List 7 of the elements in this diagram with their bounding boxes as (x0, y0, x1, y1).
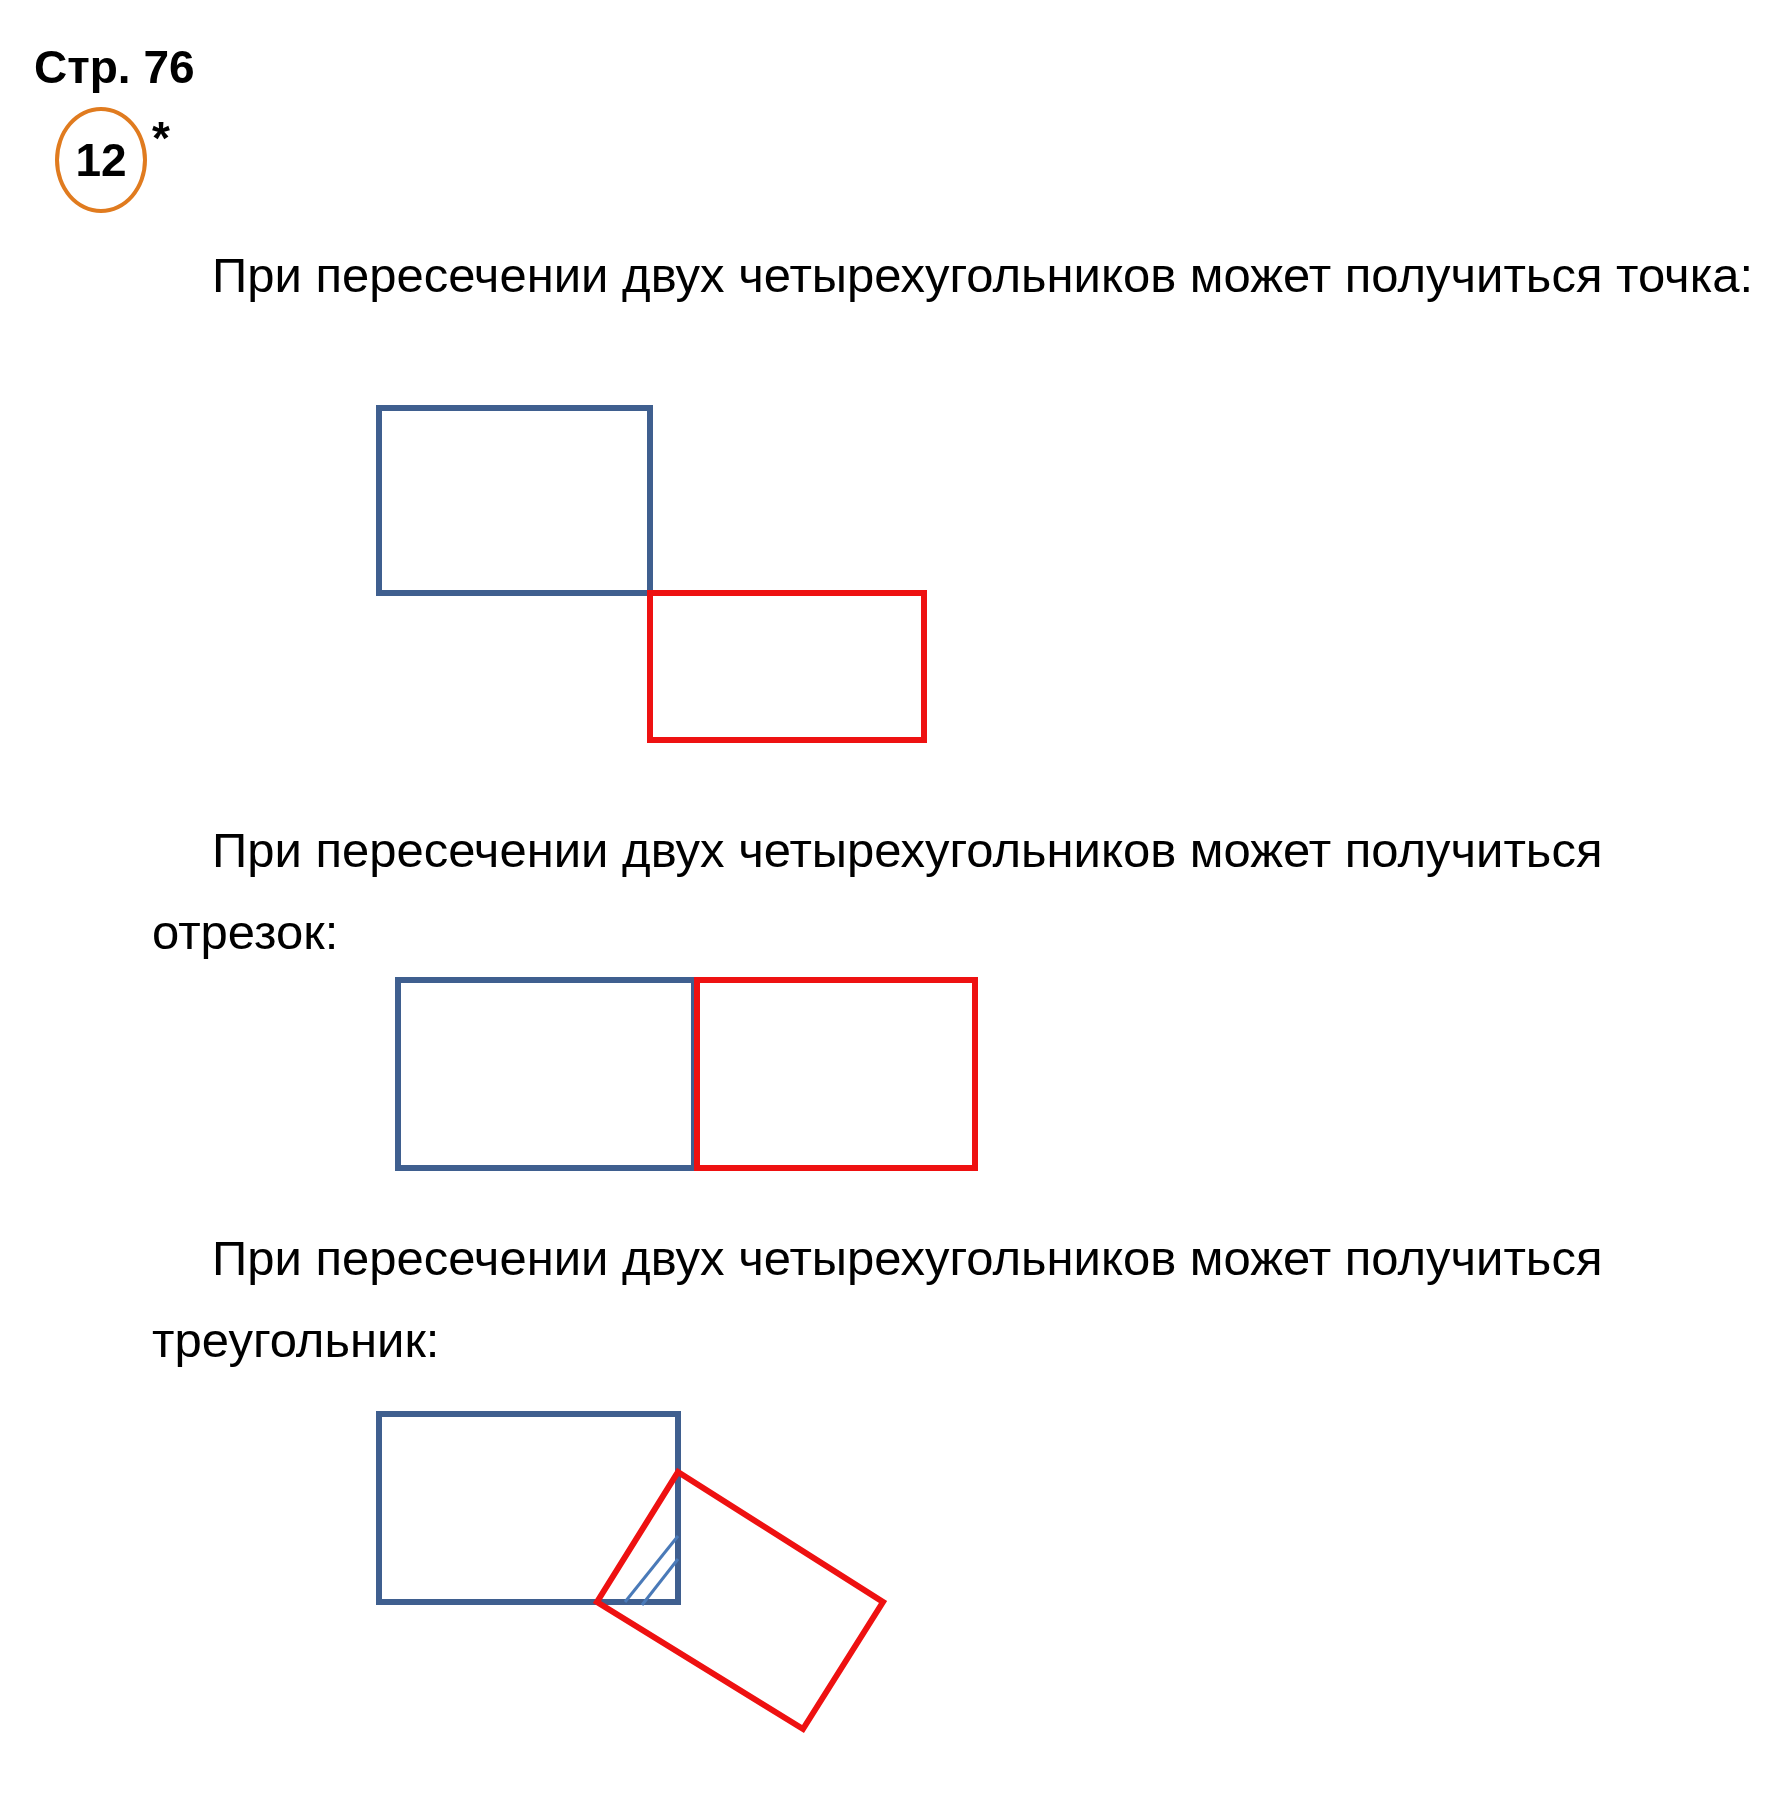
page-heading: Стр. 76 (34, 40, 195, 94)
exercise-number: 12 (75, 133, 127, 187)
task-sentence: При пересечении двух четырехугольников может получиться точка: (212, 247, 1754, 304)
task-sentence: При пересечении двух четырехугольников может получиться треугольник: (152, 1230, 1604, 1369)
task-sentence: При пересечении двух четырехугольников может получиться отрезок: (152, 822, 1604, 961)
asterisk-mark: * (152, 111, 170, 165)
number-circle (55, 107, 147, 213)
